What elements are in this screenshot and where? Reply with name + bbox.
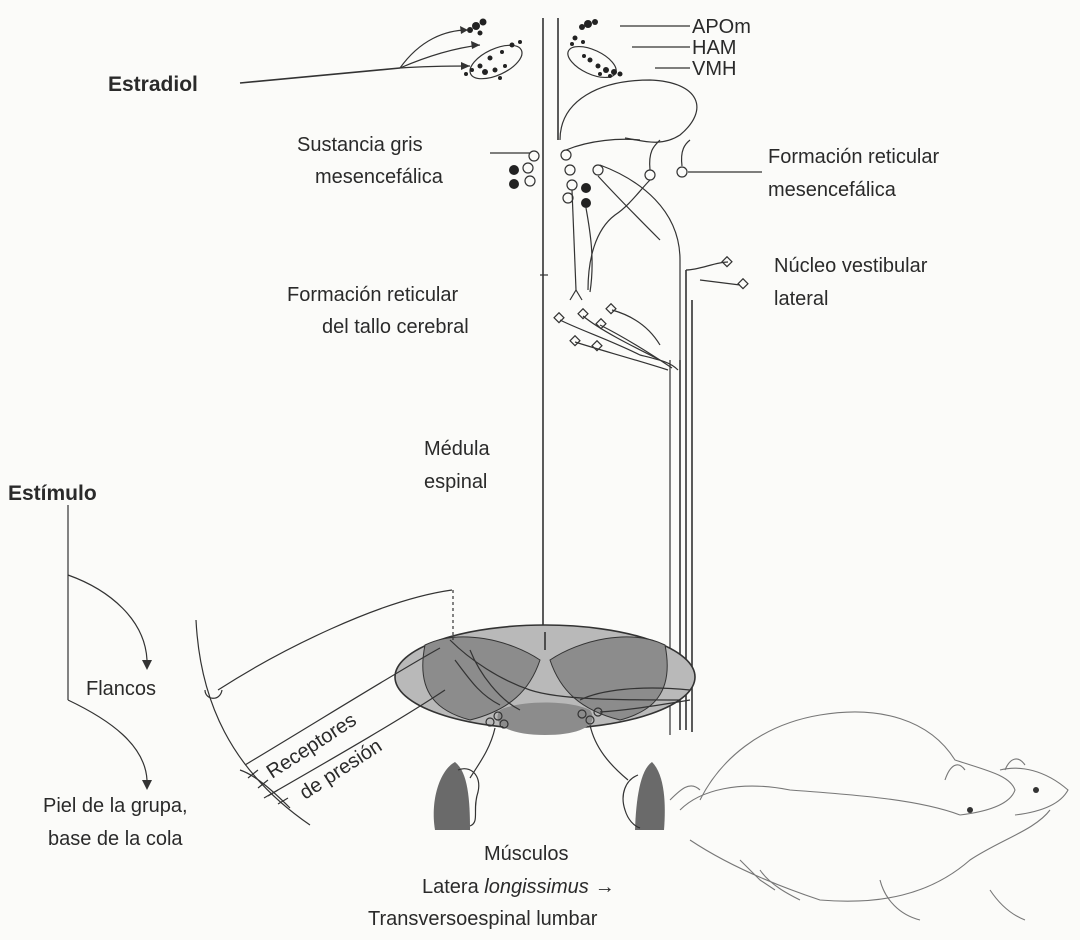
label-nucleo-2: lateral bbox=[774, 288, 828, 310]
label-flancos: Flancos bbox=[86, 678, 156, 700]
hypothalamus-left-cluster bbox=[464, 19, 527, 86]
label-ham: HAM bbox=[692, 37, 736, 59]
arrow-right-icon: → bbox=[595, 876, 615, 898]
spinal-cord-section bbox=[395, 590, 695, 780]
muscles bbox=[434, 762, 665, 830]
estradiol-arrows bbox=[240, 26, 480, 83]
label-formacion-tallo-1: Formación reticular bbox=[287, 284, 459, 306]
label-estradiol: Estradiol bbox=[108, 73, 198, 96]
label-transversoespinal: Transversoespinal lumbar bbox=[368, 908, 598, 930]
label-piel-1: Piel de la grupa, bbox=[43, 795, 188, 817]
hypothalamus-right-cluster bbox=[563, 19, 622, 84]
label-estimulo: Estímulo bbox=[8, 482, 97, 505]
label-medula-2: espinal bbox=[424, 471, 487, 493]
label-latera-prefix: Latera bbox=[422, 876, 484, 898]
label-longissimus: longissimus bbox=[484, 876, 588, 898]
label-vmh: VMH bbox=[692, 58, 736, 80]
label-musculos: Músculos bbox=[484, 843, 568, 865]
midbrain-neurons bbox=[490, 139, 762, 292]
stimulus-paths bbox=[68, 505, 152, 790]
label-formacion-mes-2: mesencefálica bbox=[768, 179, 897, 201]
label-nucleo-1: Núcleo vestibular bbox=[774, 255, 928, 277]
label-sustancia-gris-1: Sustancia gris bbox=[297, 134, 423, 156]
label-sustancia-gris-2: mesencefálica bbox=[315, 166, 444, 188]
label-formacion-mes-1: Formación reticular bbox=[768, 146, 940, 168]
label-latera: Latera longissimus → bbox=[422, 876, 615, 898]
rat-illustration bbox=[670, 712, 1068, 920]
label-apom: APOm bbox=[692, 16, 751, 38]
label-medula-1: Médula bbox=[424, 438, 490, 460]
brainstem-reticular-neurons bbox=[540, 257, 748, 370]
label-piel-2: base de la cola bbox=[48, 828, 183, 850]
label-formacion-tallo-2: del tallo cerebral bbox=[322, 316, 469, 338]
